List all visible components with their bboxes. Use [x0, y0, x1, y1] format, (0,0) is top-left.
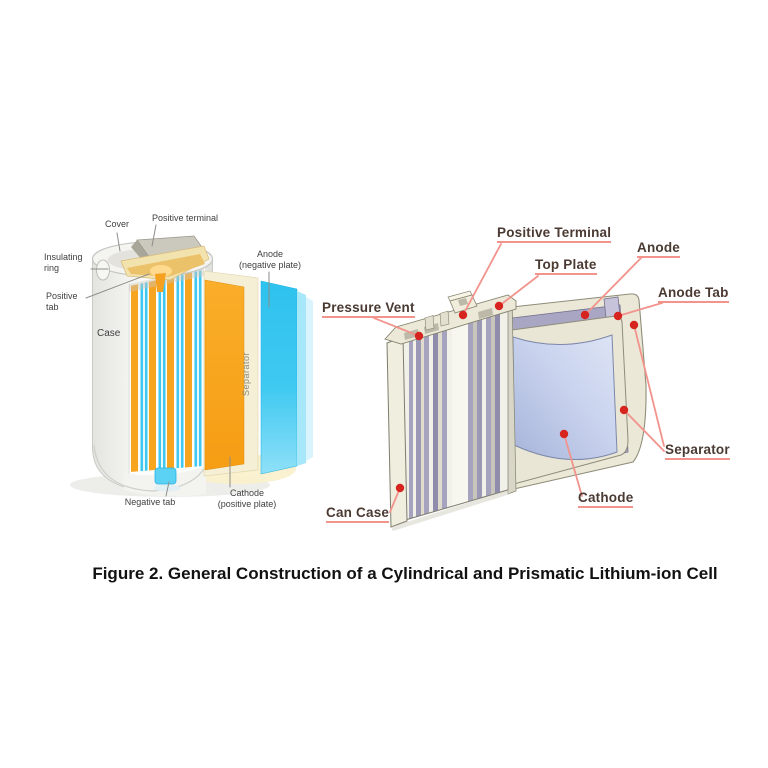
- prism-can-left-wall: [386, 336, 408, 528]
- cyl-label-separator: Separator: [241, 351, 251, 397]
- anode-sheet-edge: [297, 291, 306, 466]
- jellyroll-stripes: [131, 270, 202, 472]
- cyl-label-cathode-line1: Cathode: [229, 488, 265, 498]
- prism-label-anode: Anode: [637, 240, 680, 259]
- cyl-label-anode-line1: Anode: [256, 249, 284, 259]
- cyl-label-positive-tab-line1: Positive: [46, 291, 78, 301]
- figure-caption: Figure 2. General Construction of a Cyli…: [92, 564, 718, 583]
- anode-sheet: [260, 280, 298, 475]
- positive-terminal-cap: [120, 235, 210, 292]
- cyl-label-negative-tab: Negative tab: [124, 497, 176, 507]
- prism-label-cathode: Cathode: [578, 490, 634, 509]
- anode-sheet-reflection: [306, 297, 313, 461]
- cyl-label-case: Case: [97, 328, 121, 339]
- cyl-label-insulating-ring-line2: ring: [44, 262, 60, 273]
- cylindrical-leader-lines: [85, 224, 270, 497]
- prismatic-marker-dots: [395, 301, 639, 493]
- cyl-label-insulating-ring: Insulating ring: [44, 252, 99, 273]
- negative-tab-shadow: [154, 484, 180, 492]
- cathode-sheet: [204, 279, 245, 471]
- cyl-label-anode: Anode (negative plate): [222, 249, 318, 270]
- cyl-label-cathode-line2: (positive plate): [217, 498, 277, 509]
- prism-bottom-shadow: [391, 490, 510, 531]
- prism-label-anode-tab: Anode Tab: [658, 285, 729, 304]
- cyl-label-cover: Cover: [104, 219, 129, 229]
- cyl-label-anode-line2: (negative plate): [238, 259, 302, 270]
- prism-label-can-case: Can Case: [326, 505, 390, 524]
- negative-tab-shape: [154, 467, 177, 485]
- cyl-label-insulating-ring-line1: Insulating: [44, 252, 83, 262]
- insulating-ring-shape: [96, 259, 110, 281]
- prismatic-leader-lines: [373, 243, 665, 513]
- cyl-label-positive-tab: Positive tab: [46, 291, 92, 312]
- prism-cathode-sheet: [512, 334, 618, 460]
- cyl-label-positive-terminal: Positive terminal: [152, 213, 219, 223]
- prism-label-pressure-vent: Pressure Vent: [322, 300, 415, 319]
- prism-label-separator: Separator: [665, 442, 730, 461]
- cylinder-cavity: [128, 268, 205, 479]
- prism-label-positive-terminal: Positive Terminal: [497, 225, 612, 244]
- cyl-label-cathode: Cathode (positive plate): [199, 488, 295, 509]
- prism-top-frame: [384, 290, 517, 345]
- cyl-label-positive-tab-line2: tab: [46, 301, 59, 312]
- prism-terminal-block: [447, 290, 478, 314]
- prism-label-top-plate: Top Plate: [535, 257, 597, 276]
- cylindrical-cell-diagram: [70, 224, 313, 497]
- prism-can-stack: [401, 307, 509, 522]
- prismatic-cell-diagram: [373, 243, 665, 531]
